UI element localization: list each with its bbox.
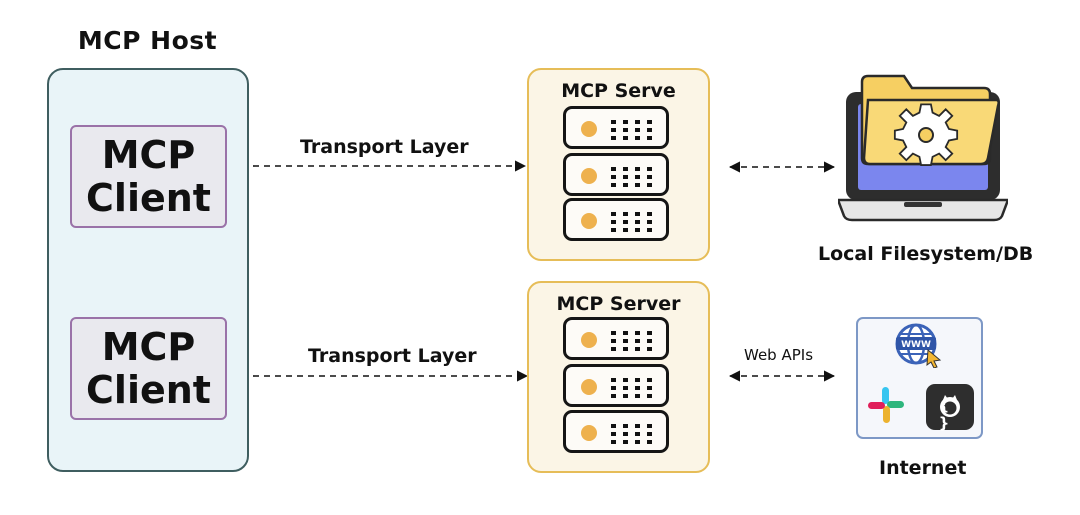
status-light-icon [581, 213, 597, 229]
folder-icon [860, 74, 1000, 166]
server-rack-unit [563, 106, 669, 149]
client-1-line2: Client [86, 175, 211, 220]
transport-label-bottom: Transport Layer [308, 345, 477, 367]
server-rack-unit [563, 153, 669, 196]
status-light-icon [581, 332, 597, 348]
github-icon: { } [926, 384, 974, 432]
github-braces: { } [938, 396, 962, 432]
server-rack-unit [563, 364, 669, 407]
status-light-icon [581, 425, 597, 441]
local-filesystem-label: Local Filesystem/DB [818, 243, 1034, 265]
www-badge-text: WWW [901, 340, 931, 350]
vent-dots-icon [611, 331, 652, 351]
client-2-line1: MCP [101, 324, 196, 369]
host-title: MCP Host [77, 26, 218, 55]
server-rack-unit [563, 198, 669, 241]
server-rack-unit [563, 317, 669, 360]
status-light-icon [581, 121, 597, 137]
web-apis-label: Web APIs [744, 346, 814, 364]
status-light-icon [581, 379, 597, 395]
server-rack-unit [563, 410, 669, 453]
www-globe-icon: WWW [895, 323, 942, 368]
server-2-title: MCP Server [556, 293, 681, 315]
vent-dots-icon [611, 424, 652, 444]
laptop-folder-icon [838, 74, 1008, 222]
transport-label-top: Transport Layer [300, 136, 469, 158]
vent-dots-icon [611, 378, 652, 398]
internet-label: Internet [879, 457, 967, 479]
status-light-icon [581, 168, 597, 184]
client-1-line1: MCP [101, 132, 196, 177]
mcp-client-1: MCP Client [70, 125, 227, 228]
server-1-title: MCP Serve [561, 80, 676, 102]
mcp-client-2: MCP Client [70, 317, 227, 420]
gear-icon [893, 103, 959, 166]
vent-dots-icon [611, 212, 652, 232]
vent-dots-icon [611, 167, 652, 187]
client-2-line2: Client [86, 367, 211, 412]
slack-icon [868, 387, 904, 423]
vent-dots-icon [611, 120, 652, 140]
